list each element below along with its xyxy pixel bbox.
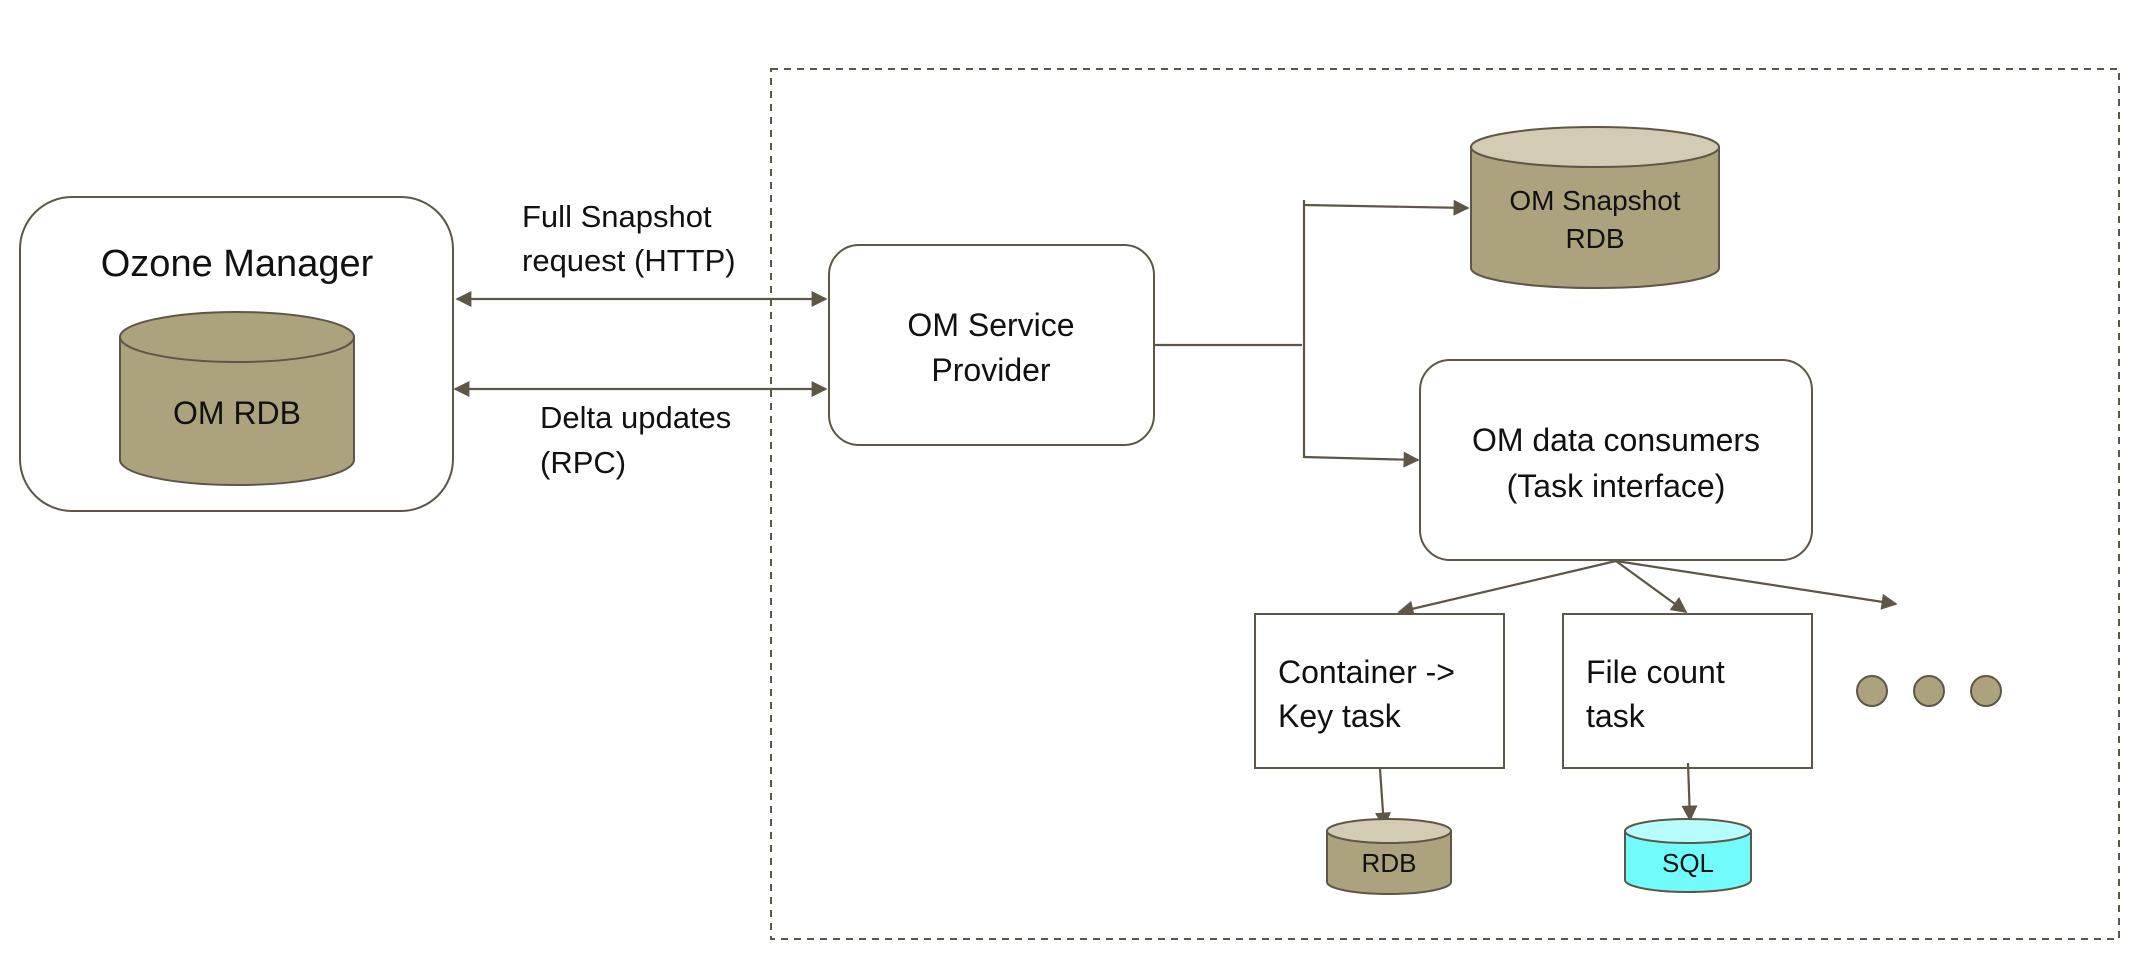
- ellipsis-dot: [1913, 675, 1945, 707]
- ellipsis-dot: [1970, 675, 2002, 707]
- om-service-provider-line1: OM Service: [907, 307, 1074, 343]
- file-count-task-node: File count task: [1562, 613, 1813, 769]
- container-key-task-line2: Key task: [1278, 698, 1402, 734]
- to-more-tasks-arrow: [1615, 559, 1898, 610]
- om-snapshot-rdb-cylinder: OM Snapshot RDB: [1470, 126, 1720, 289]
- om-service-provider-node: OM Service Provider: [828, 244, 1155, 446]
- to-snapshot-arrow: [1303, 199, 1470, 216]
- ozone-manager-node: Ozone Manager OM RDB: [19, 196, 454, 512]
- om-service-provider-line2: Provider: [931, 352, 1051, 388]
- file-count-task-line2: task: [1586, 698, 1646, 734]
- om-data-consumers-node: OM data consumers (Task interface): [1419, 359, 1813, 561]
- om-service-provider-box: [828, 244, 1155, 446]
- to-consumers-arrow: [1303, 451, 1420, 468]
- container-key-task-line1: Container ->: [1278, 654, 1455, 690]
- container-key-task-box: [1254, 613, 1505, 769]
- sql-cylinder: SQL: [1624, 818, 1752, 893]
- ellipsis-dot: [1856, 675, 1888, 707]
- file-count-task-box: [1562, 613, 1813, 769]
- sql-label: SQL: [1662, 848, 1714, 878]
- rdb-label: RDB: [1362, 848, 1417, 878]
- om-data-consumers-box: [1419, 359, 1813, 561]
- rdb-cylinder: RDB: [1326, 818, 1452, 895]
- recon-boundary: [770, 68, 2120, 940]
- om-snapshot-rdb-line2: RDB: [1565, 223, 1624, 254]
- delta-updates-label-line1: Delta updates: [540, 400, 731, 435]
- full-snapshot-label-line2: request (HTTP): [522, 243, 736, 278]
- om-data-consumers-line2: (Task interface): [1507, 468, 1726, 504]
- to-sql-arrow: [1681, 762, 1698, 822]
- to-container-task-arrow: [1397, 559, 1617, 617]
- container-key-task-node: Container -> Key task: [1254, 613, 1505, 769]
- om-data-consumers-line1: OM data consumers: [1472, 422, 1760, 458]
- om-rdb-label: OM RDB: [173, 395, 301, 431]
- om-rdb-cylinder: OM RDB: [119, 311, 355, 486]
- file-count-task-line1: File count: [1586, 654, 1725, 690]
- more-tasks-ellipsis: [1856, 675, 2002, 707]
- to-rdb-arrow: [1375, 768, 1391, 829]
- ozone-manager-title: Ozone Manager: [101, 243, 374, 285]
- full-snapshot-label-line1: Full Snapshot: [522, 199, 712, 234]
- om-snapshot-rdb-line1: OM Snapshot: [1509, 185, 1680, 216]
- delta-updates-label-line2: (RPC): [540, 445, 626, 480]
- to-file-count-task-arrow: [1615, 560, 1688, 613]
